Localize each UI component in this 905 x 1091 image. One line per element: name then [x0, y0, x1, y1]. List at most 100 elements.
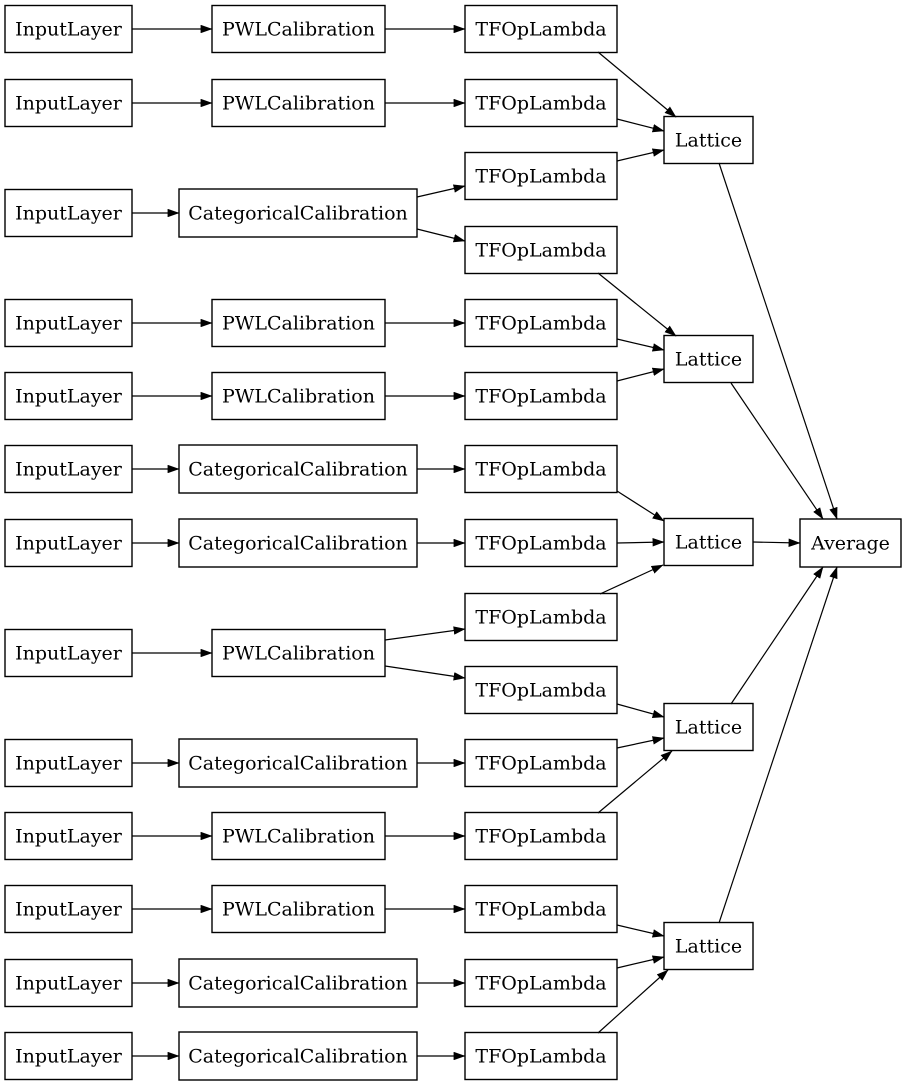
edge-tfop-5-to-lattice-2: [616, 338, 665, 352]
node-box-tfop-14: [464, 958, 618, 1008]
node-label-input-1: InputLayer: [15, 19, 123, 41]
edge-tfop-9-to-lattice-3: [599, 564, 664, 595]
node-inputlayer: InputLayer: [4, 884, 133, 934]
node-average: Average: [799, 518, 902, 568]
node-inputlayer: InputLayer: [4, 4, 133, 54]
edge-tfop-11-to-lattice-4: [616, 736, 665, 749]
node-box-cal-2: [211, 78, 386, 128]
node-tfoplambda: TFOpLambda: [464, 811, 618, 861]
node-inputlayer: InputLayer: [4, 78, 133, 128]
node-inputlayer: InputLayer: [4, 518, 133, 568]
node-box-tfop-10: [464, 665, 618, 715]
node-box-lattice-3: [663, 517, 754, 567]
node-tfoplambda: TFOpLambda: [464, 665, 618, 715]
node-categoricalcalibration: CategoricalCalibration: [178, 444, 418, 494]
node-inputlayer: InputLayer: [4, 1031, 133, 1081]
node-box-lattice-4: [663, 702, 754, 752]
edge-cal-3-to-tfop-4: [416, 228, 466, 243]
node-label-input-9: InputLayer: [15, 753, 123, 775]
node-box-lattice-2: [663, 334, 754, 384]
edge-lattice-2-to-average-1: [730, 382, 824, 520]
edge-tfop-13-to-lattice-5: [616, 924, 665, 938]
edge-lattice-4-to-average-1: [730, 566, 824, 705]
node-label-input-11: InputLayer: [15, 899, 123, 921]
node-label-lattice-5: Lattice: [675, 936, 742, 958]
node-label-input-5: InputLayer: [15, 386, 123, 408]
node-box-tfop-4: [464, 225, 618, 275]
edge-tfop-7-to-lattice-3: [616, 490, 665, 522]
node-lattice: Lattice: [663, 334, 754, 384]
edge-lattice-5-to-average-1: [718, 566, 838, 924]
node-categoricalcalibration: CategoricalCalibration: [178, 738, 418, 788]
edge-tfop-14-to-lattice-5: [616, 955, 665, 969]
node-box-cal-13: [178, 1031, 418, 1081]
node-box-tfop-1: [464, 4, 618, 54]
node-label-tfop-2: TFOpLambda: [475, 93, 606, 115]
node-label-lattice-2: Lattice: [675, 349, 742, 371]
node-box-tfop-9: [464, 592, 618, 642]
node-box-tfop-12: [464, 811, 618, 861]
node-label-input-4: InputLayer: [15, 313, 123, 335]
node-label-tfop-7: TFOpLambda: [475, 459, 606, 481]
node-label-input-2: InputLayer: [15, 93, 123, 115]
node-box-input-2: [4, 78, 133, 128]
node-lattice: Lattice: [663, 921, 754, 971]
node-label-tfop-10: TFOpLambda: [475, 680, 606, 702]
node-label-tfop-12: TFOpLambda: [475, 826, 606, 848]
node-label-cal-10: PWLCalibration: [222, 826, 375, 848]
node-box-tfop-11: [464, 738, 618, 788]
node-box-tfop-7: [464, 444, 618, 494]
node-label-tfop-4: TFOpLambda: [475, 240, 606, 262]
node-box-input-10: [4, 811, 133, 861]
node-categoricalcalibration: CategoricalCalibration: [178, 958, 418, 1008]
node-categoricalcalibration: CategoricalCalibration: [178, 518, 418, 568]
node-box-input-1: [4, 4, 133, 54]
edge-lattice-3-to-average-1: [752, 538, 801, 547]
node-box-input-4: [4, 298, 133, 348]
node-pwlcalibration: PWLCalibration: [211, 4, 386, 54]
node-box-tfop-5: [464, 298, 618, 348]
node-label-lattice-3: Lattice: [675, 532, 742, 554]
node-label-cal-5: PWLCalibration: [222, 386, 375, 408]
node-box-cal-3: [178, 188, 418, 238]
node-inputlayer: InputLayer: [4, 958, 133, 1008]
edge-cal-8-to-tfop-9: [384, 626, 466, 641]
edge-tfop-10-to-lattice-4: [616, 703, 665, 719]
node-lattice: Lattice: [663, 702, 754, 752]
node-box-cal-5: [211, 371, 386, 421]
edge-tfop-15-to-lattice-5: [597, 969, 669, 1034]
node-box-lattice-1: [663, 115, 754, 165]
node-box-cal-11: [211, 884, 386, 934]
node-label-input-3: InputLayer: [15, 203, 123, 225]
node-inputlayer: InputLayer: [4, 371, 133, 421]
node-label-tfop-8: TFOpLambda: [475, 533, 606, 555]
node-pwlcalibration: PWLCalibration: [211, 811, 386, 861]
node-label-tfop-13: TFOpLambda: [475, 899, 606, 921]
node-label-tfop-11: TFOpLambda: [475, 753, 606, 775]
node-box-input-11: [4, 884, 133, 934]
node-label-lattice-1: Lattice: [675, 130, 742, 152]
edge-cal-8-to-tfop-10: [384, 665, 466, 681]
node-label-cal-11: PWLCalibration: [222, 899, 375, 921]
node-box-input-3: [4, 188, 133, 238]
node-tfoplambda: TFOpLambda: [464, 444, 618, 494]
node-box-cal-10: [211, 811, 386, 861]
node-tfoplambda: TFOpLambda: [464, 592, 618, 642]
node-box-input-6: [4, 444, 133, 494]
edge-cal-3-to-tfop-3: [416, 184, 466, 198]
node-label-tfop-5: TFOpLambda: [475, 313, 606, 335]
node-label-cal-1: PWLCalibration: [222, 19, 375, 41]
node-box-input-5: [4, 371, 133, 421]
node-label-cal-8: PWLCalibration: [222, 643, 375, 665]
node-box-input-13: [4, 1031, 133, 1081]
node-label-cal-6: CategoricalCalibration: [188, 459, 408, 481]
node-tfoplambda: TFOpLambda: [464, 958, 618, 1008]
edge-tfop-8-to-lattice-3: [616, 538, 665, 547]
node-label-tfop-3: TFOpLambda: [475, 166, 606, 188]
node-lattice: Lattice: [663, 115, 754, 165]
node-box-cal-1: [211, 4, 386, 54]
node-label-input-7: InputLayer: [15, 533, 123, 555]
node-label-tfop-9: TFOpLambda: [475, 607, 606, 629]
node-label-input-12: InputLayer: [15, 973, 123, 995]
node-label-tfop-14: TFOpLambda: [475, 973, 606, 995]
